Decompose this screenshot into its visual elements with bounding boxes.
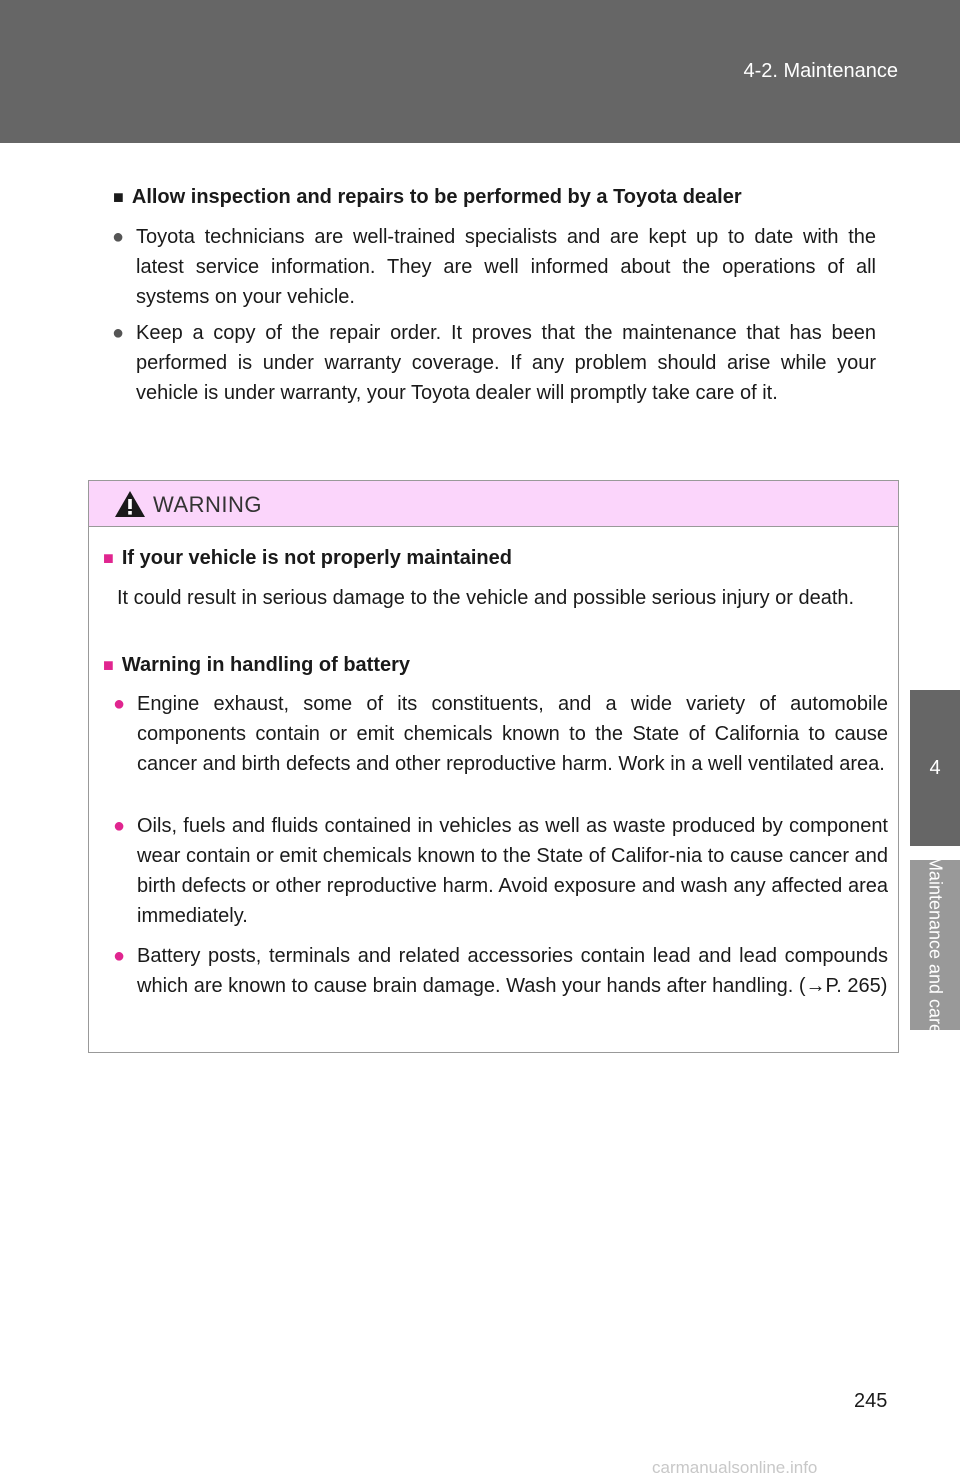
circle-bullet-icon: ● [112, 322, 125, 344]
warning-list-item: ● Engine exhaust, some of its constituen… [113, 689, 888, 779]
list-item: ● Toyota technicians are well-trained sp… [112, 222, 876, 312]
warning-list-item: ● Oils, fuels and fluids contained in ve… [113, 811, 888, 931]
page-number: 245 [854, 1390, 888, 1412]
square-bullet-icon: ■ [113, 187, 124, 207]
warning-list-item-text: Engine exhaust, some of its constituents… [137, 693, 888, 775]
list-item: ● Keep a copy of the repair order. It pr… [112, 318, 876, 408]
square-bullet-icon: ■ [103, 548, 114, 568]
warning-text: It could result in serious damage to the… [117, 587, 855, 609]
warning-box: WARNING ■ If your vehicle is not properly… [88, 480, 899, 1053]
warning-heading-text: If your vehicle is not properly maintain… [121, 547, 512, 569]
warning-list-item-text: Oils, fuels and fluids contained in vehi… [137, 815, 888, 927]
chapter-tab-label: Maintenance and care [925, 855, 946, 1035]
page-header: 4-2. Maintenance [0, 0, 960, 143]
warning-triangle-icon [115, 491, 145, 517]
warning-header: WARNING [89, 481, 898, 527]
warning-heading: ■ Warning in handling of battery [103, 654, 410, 677]
circle-bullet-icon: ● [112, 226, 125, 248]
watermark: carmanualsonline.info [652, 1458, 818, 1477]
list-item-text: Keep a copy of the repair order. It prov… [136, 322, 876, 404]
chapter-tab-number: 4 [910, 690, 960, 846]
warning-heading: ■ If your vehicle is not properly maintai… [103, 547, 512, 570]
circle-bullet-icon: ● [113, 945, 126, 967]
square-bullet-icon: ■ [103, 655, 114, 675]
section-heading: ■ Allow inspection and repairs to be perf… [113, 186, 742, 209]
circle-bullet-icon: ● [113, 815, 126, 837]
warning-list-item: ● Battery posts, terminals and related a… [113, 941, 888, 1001]
list-item-text: Toyota technicians are well-trained spec… [136, 226, 876, 308]
section-title: 4-2. Maintenance [743, 60, 898, 82]
warning-title: WARNING [153, 492, 263, 517]
section-heading-text: Allow inspection and repairs to be perfo… [131, 186, 742, 208]
warning-heading-text: Warning in handling of battery [121, 654, 411, 676]
warning-list-item-text: Battery posts, terminals and related acc… [137, 945, 888, 997]
chapter-tab: Maintenance and care [910, 856, 960, 1034]
circle-bullet-icon: ● [113, 693, 126, 715]
